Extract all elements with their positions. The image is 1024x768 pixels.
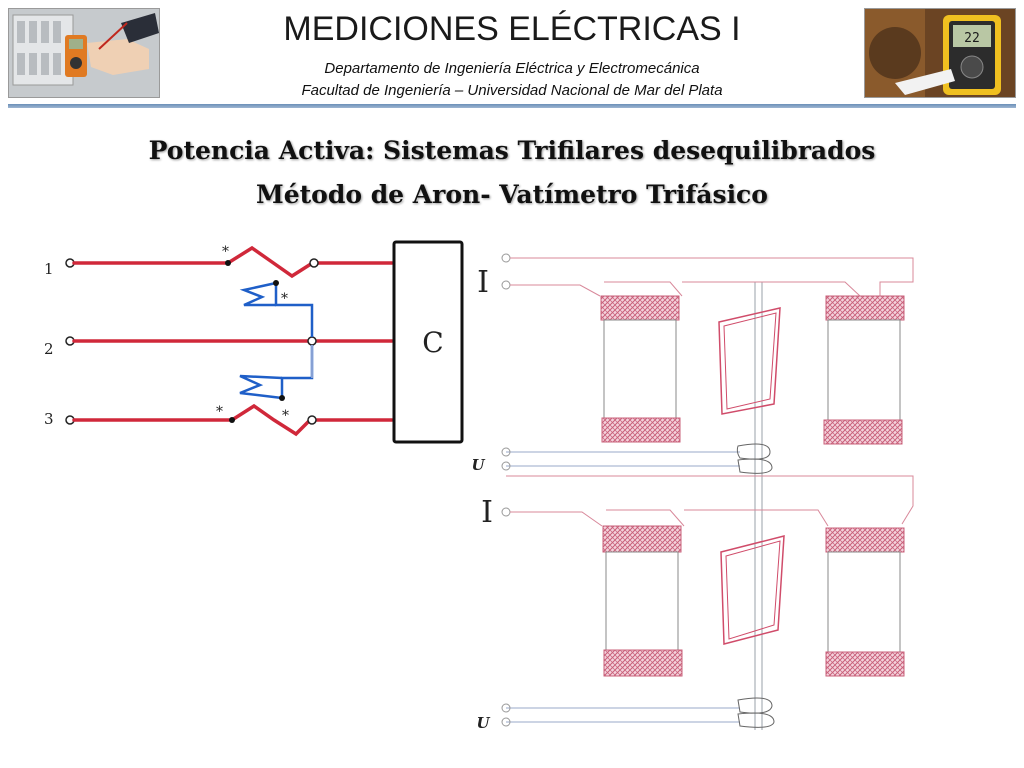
wattmeter2-voltage-lead: [280, 345, 314, 398]
voltage-label-bottom: U: [476, 714, 490, 732]
voltage-label-top: U: [471, 456, 485, 474]
multimeter-display-reading: 22: [964, 31, 980, 46]
voltage-terminal: [501, 447, 511, 457]
polarity-mark: *: [282, 408, 289, 424]
current-winding: [823, 419, 903, 445]
current-winding: [602, 525, 682, 553]
wattmeter1-voltage-coil: [239, 281, 277, 307]
polarity-mark: *: [216, 404, 223, 420]
moving-coil: [720, 535, 785, 645]
slide-heading-line2: Método de Aron- Vatímetro Trifásico: [256, 180, 768, 209]
department-subtitle: Departamento de Ingeniería Eléctrica y E…: [324, 60, 700, 77]
wattmeter-element-bottom: [501, 507, 905, 728]
current-winding: [603, 649, 683, 677]
current-winding: [600, 295, 680, 321]
line-label-1: 1: [44, 260, 54, 278]
current-label-top: I: [477, 265, 489, 300]
polarity-mark: *: [281, 291, 288, 307]
faculty-subtitle: Facultad de Ingeniería – Universidad Nac…: [301, 82, 723, 99]
voltage-terminal: [501, 703, 511, 713]
slide-header: 22 MEDICIONES ELÉCTRICAS I Departamento …: [0, 0, 1024, 110]
page-title: MEDICIONES ELÉCTRICAS I: [283, 10, 741, 48]
line-label-2: 2: [44, 340, 54, 358]
load-box: [392, 240, 464, 444]
polarity-dot: [273, 280, 279, 286]
wattmeter1-voltage-lead: [274, 283, 314, 337]
polarity-dot: [229, 417, 235, 423]
polarity-dot: [279, 395, 285, 401]
slide-heading-line1: Potencia Activa: Sistemas Trifilares des…: [148, 136, 876, 165]
current-winding: [825, 295, 905, 321]
multimeter-panel-photo: [8, 8, 160, 98]
current-terminal: [501, 280, 511, 290]
current-winding: [601, 417, 681, 443]
line-1-current-coil: [72, 245, 316, 279]
voltage-terminal: [501, 461, 511, 471]
polarity-mark: *: [222, 244, 229, 260]
spiral-spring: [736, 443, 771, 460]
three-phase-wattmeter: I U I U: [471, 253, 914, 732]
current-winding: [825, 651, 905, 677]
line-3-node: [307, 415, 317, 425]
current-terminal: [501, 253, 511, 263]
wattmeter-element-top: [501, 253, 914, 525]
line-label-3: 3: [44, 410, 54, 428]
polarity-dot: [225, 260, 231, 266]
line-2-node: [307, 336, 317, 346]
aron-schematic: 1 2 3 * * * *: [44, 240, 464, 444]
line-1-node: [309, 258, 319, 268]
line-3-current-coil: [72, 403, 312, 437]
voltage-terminal: [501, 717, 511, 727]
load-label: C: [422, 326, 443, 359]
header-divider: [8, 104, 1016, 108]
wattmeter2-voltage-coil: [239, 374, 283, 400]
current-label-bottom: I: [481, 495, 493, 530]
current-winding: [825, 527, 905, 553]
multimeter-reading-photo: 22: [864, 8, 1016, 98]
current-terminal: [501, 507, 511, 517]
moving-coil: [718, 307, 781, 415]
